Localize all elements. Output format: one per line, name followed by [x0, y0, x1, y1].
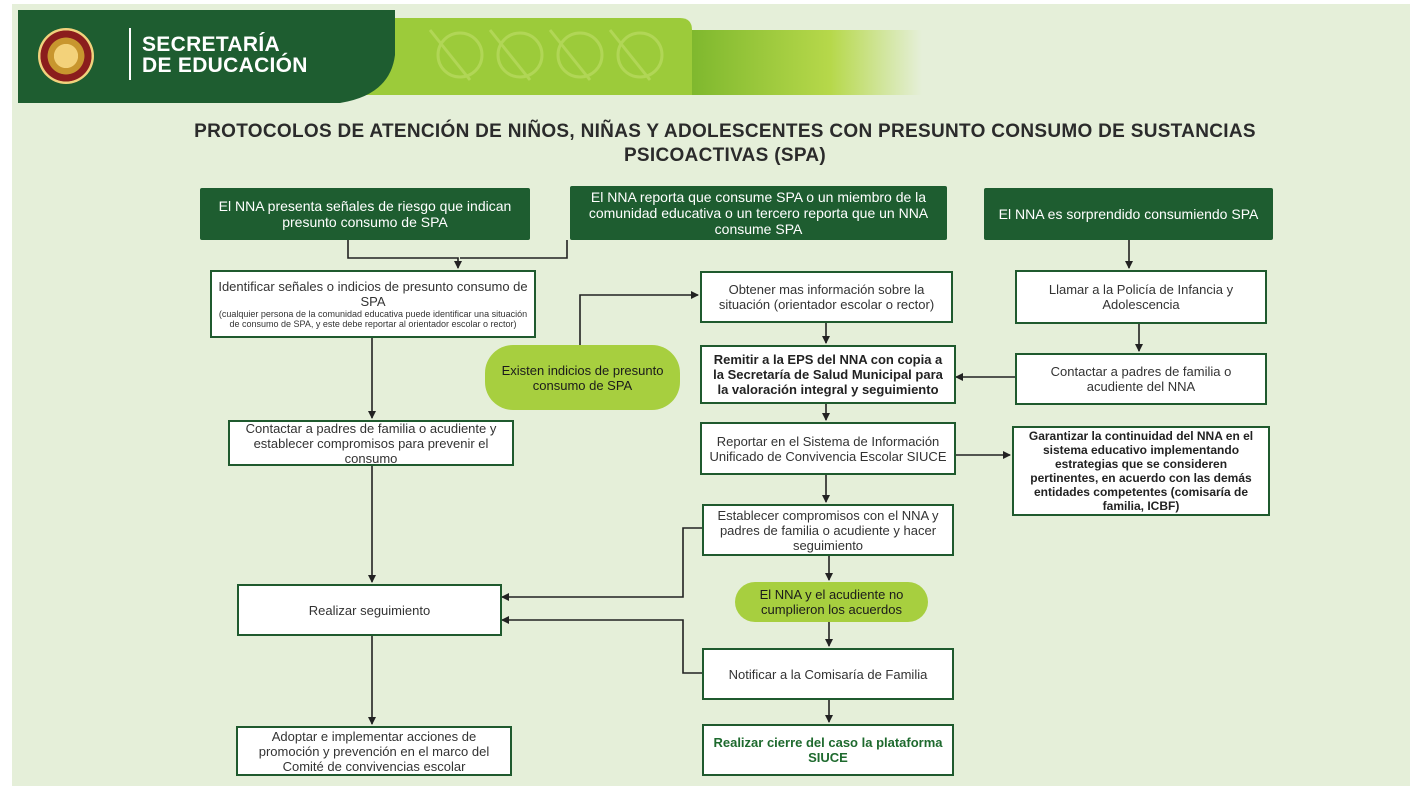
step-promotion-prevention: Adoptar e implementar acciones de promoc… [236, 726, 512, 776]
header-brand: SECRETARÍA DE EDUCACIÓN [142, 34, 308, 76]
step-notify-comisaria: Notificar a la Comisaría de Familia [702, 648, 954, 700]
step-guarantee-continuity: Garantizar la continuidad del NNA en el … [1012, 426, 1270, 516]
header-banner [18, 10, 922, 103]
connector-commitments-to-followup [501, 527, 702, 601]
step-follow-up: Realizar seguimiento [237, 584, 502, 636]
step-close-case: Realizar cierre del caso la plataforma S… [702, 724, 954, 776]
header-divider [129, 28, 131, 80]
identify-note-text: (cualquier persona de la comunidad educa… [218, 309, 528, 329]
step-report-siuce: Reportar en el Sistema de Información Un… [700, 422, 956, 475]
page-title: PROTOCOLOS DE ATENCIÓN DE NIÑOS, NIÑAS Y… [194, 121, 1256, 166]
connector-evidence-to-obtain [579, 291, 699, 345]
connector-report-to-identify [460, 240, 568, 259]
header-dark-shape [18, 10, 395, 103]
start-caught-consuming: El NNA es sorprendido consumiendo SPA [984, 188, 1273, 240]
start-risk-signals: El NNA presenta señales de riesgo que in… [200, 188, 530, 240]
step-call-police: Llamar a la Policía de Infancia y Adoles… [1015, 270, 1267, 324]
connector-risk-to-identify [347, 240, 462, 269]
brand-line-1: SECRETARÍA [142, 33, 280, 56]
step-identify-signals: Identificar señales o indicios de presun… [210, 270, 536, 338]
brand-line-2: DE EDUCACIÓN [142, 54, 308, 77]
header-lime-fade [692, 30, 922, 95]
connector-notify-to-followup [501, 616, 702, 674]
step-refer-eps: Remitir a la EPS del NNA con copia a la … [700, 345, 956, 404]
header-pattern [428, 29, 664, 81]
condition-evidence: Existen indicios de presunto consumo de … [485, 345, 680, 410]
condition-not-fulfilled: El NNA y el acudiente no cumplieron los … [735, 582, 928, 622]
header-lime-ribbon [300, 18, 692, 95]
step-obtain-info: Obtener mas información sobre la situaci… [700, 271, 953, 323]
municipality-seal-icon [38, 28, 94, 84]
start-reports-consumption: El NNA reporta que consume SPA o un miem… [570, 186, 947, 240]
step-contact-parents-right: Contactar a padres de familia o acudient… [1015, 353, 1267, 405]
identify-main-text: Identificar señales o indicios de presun… [218, 279, 528, 309]
step-contact-parents-left: Contactar a padres de familia o acudient… [228, 420, 514, 466]
step-commitments: Establecer compromisos con el NNA y padr… [702, 504, 954, 556]
